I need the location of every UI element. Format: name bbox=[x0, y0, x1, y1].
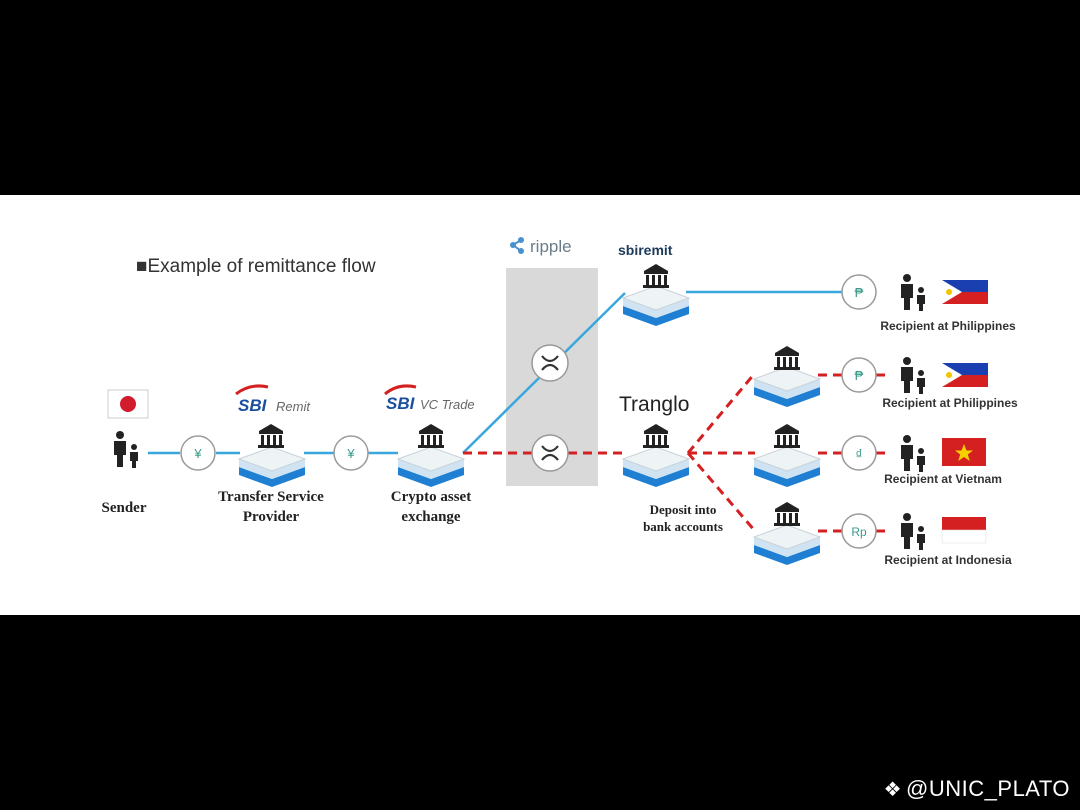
philippines-flag-icon bbox=[942, 363, 988, 387]
bank-icon bbox=[418, 424, 444, 448]
sbi-remit-logo: SBI Remit bbox=[235, 384, 311, 415]
watermark: ❖@UNIC_PLATO bbox=[884, 776, 1070, 802]
transfer-provider-bank bbox=[238, 446, 306, 488]
partner-bank-top bbox=[622, 285, 690, 327]
sbi-vc-trade-logo: SBI VC Trade bbox=[384, 384, 475, 413]
svg-text:ripple: ripple bbox=[530, 237, 572, 256]
sender-label: Sender bbox=[102, 500, 147, 516]
destination-bank bbox=[753, 446, 821, 488]
philippines-flag-icon bbox=[942, 280, 988, 304]
recipient-label: Recipient at Philippines bbox=[882, 396, 1018, 410]
xrp-icon bbox=[530, 433, 570, 473]
svg-text:₱: ₱ bbox=[855, 368, 864, 383]
solid-flow-lines bbox=[148, 290, 842, 455]
bank-icon bbox=[258, 424, 284, 448]
svg-text:¥: ¥ bbox=[346, 446, 355, 461]
crypto-exchange-label-1: Crypto asset bbox=[391, 489, 471, 505]
deposit-label-1: Deposit into bbox=[650, 502, 717, 517]
svg-text:Remit: Remit bbox=[276, 399, 311, 414]
recipient-people-icon bbox=[901, 513, 925, 550]
svg-text:¥: ¥ bbox=[193, 446, 202, 461]
watermark-text: @UNIC_PLATO bbox=[906, 776, 1070, 801]
peso-coin-icon: ₱ bbox=[841, 274, 877, 310]
deposit-label-2: bank accounts bbox=[643, 519, 723, 534]
crypto-exchange-label-2: exchange bbox=[401, 509, 461, 525]
recipient-people-icon bbox=[901, 357, 925, 394]
bank-icon bbox=[774, 502, 800, 526]
svg-text:SBI: SBI bbox=[386, 394, 416, 413]
sender-people-icon bbox=[114, 431, 138, 468]
yen-coin-icon: ¥ bbox=[180, 435, 216, 471]
bank-icon bbox=[774, 346, 800, 370]
top-bank-logo: sbiremit bbox=[618, 242, 673, 258]
bank-icon bbox=[643, 264, 669, 288]
yen-coin-icon: ¥ bbox=[333, 435, 369, 471]
recipient-label: Recipient at Vietnam bbox=[884, 472, 1002, 486]
japan-flag-icon bbox=[107, 389, 149, 419]
svg-text:VC Trade: VC Trade bbox=[420, 397, 475, 412]
peso-coin-icon: ₱ bbox=[841, 357, 877, 393]
recipient-people-icon bbox=[901, 274, 925, 311]
diagram-panel: ■Example of remittance flow Sender ¥ bbox=[0, 195, 1080, 615]
ripple-logo: ripple bbox=[510, 237, 572, 256]
svg-text:Rp: Rp bbox=[851, 525, 867, 539]
svg-text:SBI: SBI bbox=[238, 396, 268, 415]
rupiah-coin-icon: Rp bbox=[841, 513, 877, 549]
svg-text:₱: ₱ bbox=[855, 285, 864, 300]
bank-icon bbox=[643, 424, 669, 448]
tranglo-bank bbox=[622, 446, 690, 488]
recipient-people-icon bbox=[901, 435, 925, 472]
recipient-label: Recipient at Indonesia bbox=[884, 553, 1012, 567]
bank-icon bbox=[774, 424, 800, 448]
xrp-icon bbox=[530, 343, 570, 383]
transfer-provider-label-2: Provider bbox=[243, 509, 300, 525]
recipient-label: Recipient at Philippines bbox=[880, 319, 1016, 333]
transfer-provider-label-1: Transfer Service bbox=[218, 489, 324, 505]
svg-text:₫: ₫ bbox=[855, 446, 862, 462]
dong-coin-icon: ₫ bbox=[841, 435, 877, 471]
binance-diamond-icon: ❖ bbox=[883, 779, 903, 801]
destination-bank bbox=[753, 524, 821, 566]
crypto-exchange-bank bbox=[397, 446, 465, 488]
diagram-heading: ■Example of remittance flow bbox=[136, 256, 376, 277]
destination-bank bbox=[753, 366, 821, 408]
remittance-flow-diagram: ■Example of remittance flow Sender ¥ bbox=[102, 237, 1018, 567]
tranglo-logo: Tranglo bbox=[619, 393, 689, 416]
indonesia-flag-icon bbox=[941, 517, 987, 544]
vietnam-flag-icon bbox=[942, 438, 986, 466]
